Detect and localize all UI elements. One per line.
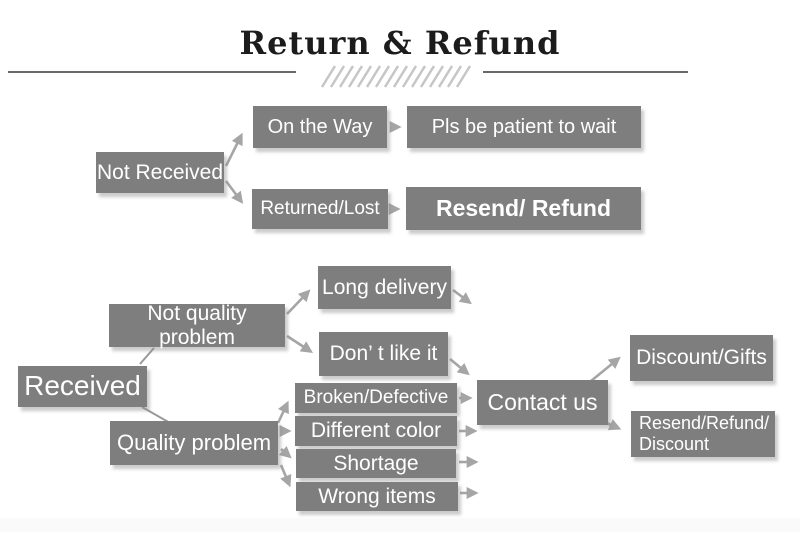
footer-faint-band <box>0 518 800 532</box>
node-long-delivery: Long delivery <box>318 266 451 309</box>
node-wrong-items: Wrong items <box>296 482 458 511</box>
node-resend-refund-discount: Resend/Refund/ Discount <box>631 411 775 457</box>
node-contact-us: Contact us <box>477 380 608 425</box>
node-different-color: Different color <box>295 416 457 446</box>
node-on-the-way: On the Way <box>253 106 387 148</box>
node-returned-lost: Returned/Lost <box>252 189 388 229</box>
node-shortage: Shortage <box>296 449 456 478</box>
node-discount-gifts: Discount/Gifts <box>630 335 773 381</box>
node-resend-refund-discount-line1: Resend/Refund/ <box>639 413 770 434</box>
received-connector-lines <box>139 347 171 424</box>
node-not-quality-problem: Not quality problem <box>109 302 285 349</box>
node-received: Received <box>18 366 147 407</box>
hatch-decoration <box>320 65 472 88</box>
node-dont-like-it: Don’ t like it <box>319 332 448 376</box>
page-title: Return & Refund <box>239 24 561 62</box>
node-not-received: Not Received <box>96 152 224 193</box>
flow-arrows <box>224 121 622 499</box>
node-broken-defective: Broken/Defective <box>295 383 457 413</box>
node-resend-refund-discount-line2: Discount <box>639 434 710 454</box>
node-pls-be-patient: Pls be patient to wait <box>407 106 641 148</box>
node-resend-refund: Resend/ Refund <box>406 187 641 230</box>
node-quality-problem: Quality problem <box>110 421 278 465</box>
